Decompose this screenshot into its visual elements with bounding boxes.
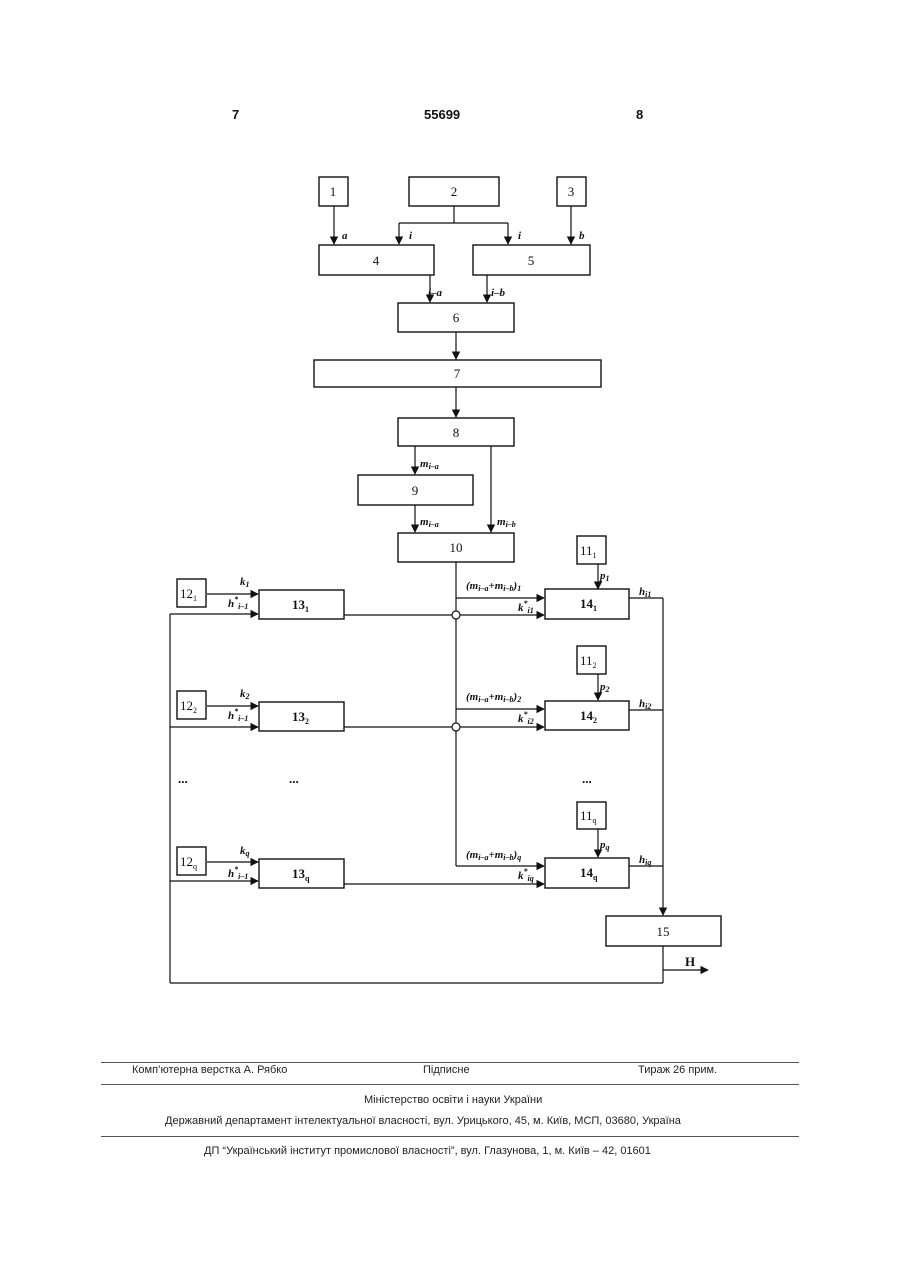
- block-6-label: 6: [453, 310, 460, 325]
- signal-p-2: p2: [599, 681, 610, 694]
- signal-h-out-2: hi2: [639, 698, 651, 711]
- junction-1: [452, 611, 460, 619]
- signal-i-minus-b: i–b: [491, 287, 506, 299]
- block-diagram: 1 2 3 4 5 6 7 8 9 10 15 111 112 11q 121 …: [0, 0, 901, 1010]
- signal-k-1: k1: [240, 576, 250, 589]
- signal-p-q: pq: [599, 839, 610, 852]
- block-5-label: 5: [528, 253, 535, 268]
- block-1-label: 1: [330, 184, 337, 199]
- signal-ks-1: k*i1: [518, 599, 534, 615]
- signal-h-out-1: hi1: [639, 586, 651, 599]
- footer-layout-credit: Комп’ютерна верстка А. Рябко: [132, 1064, 287, 1076]
- signal-output-h: H: [685, 954, 695, 969]
- signal-k-2: k2: [240, 688, 250, 701]
- signal-h-out-q: hiq: [639, 854, 651, 867]
- signal-i-minus-a: i–a: [428, 287, 443, 299]
- signal-k-q: kq: [240, 845, 250, 858]
- signal-h-in-1: h*i–1: [228, 595, 248, 611]
- footer-divider-1: [101, 1062, 799, 1063]
- signal-m-ia-2: mi–a: [420, 516, 439, 529]
- footer-department: Державний департамент інтелектуальної вл…: [165, 1115, 681, 1127]
- block-2-label: 2: [451, 184, 458, 199]
- signal-a: a: [342, 230, 348, 242]
- signal-ks-q: k*iq: [518, 867, 534, 883]
- signal-m-ia-1: mi–a: [420, 458, 439, 471]
- signal-h-in-q: h*i–1: [228, 865, 248, 881]
- signal-sum-q: (mi–a+mi–b)q: [466, 849, 521, 862]
- block-3-label: 3: [568, 184, 575, 199]
- ellipsis-right: ...: [582, 771, 592, 786]
- block-8-label: 8: [453, 425, 460, 440]
- signal-sum-2: (mi–a+mi–b)2: [466, 691, 521, 704]
- footer-institute: ДП “Український інститут промислової вла…: [204, 1145, 651, 1157]
- ellipsis-middle: ...: [289, 771, 299, 786]
- footer-ministry: Міністерство освіти і науки України: [364, 1094, 542, 1106]
- block-9-label: 9: [412, 483, 419, 498]
- footer-divider-3: [101, 1136, 799, 1137]
- signal-i-right: i: [518, 230, 522, 242]
- block-15-label: 15: [657, 924, 670, 939]
- signal-ks-2: k*i2: [518, 710, 534, 726]
- signal-m-ib: mi–b: [497, 516, 516, 529]
- footer-signed: Підписне: [423, 1064, 470, 1076]
- block-10-label: 10: [450, 540, 463, 555]
- signal-i-left: i: [409, 230, 413, 242]
- block-4-label: 4: [373, 253, 380, 268]
- signal-h-in-2: h*i–1: [228, 707, 248, 723]
- footer-divider-2: [101, 1084, 799, 1085]
- signal-b: b: [579, 230, 585, 242]
- signal-sum-1: (mi–a+mi–b)1: [466, 580, 521, 593]
- junction-2: [452, 723, 460, 731]
- block-7-label: 7: [454, 366, 461, 381]
- footer-circulation: Тираж 26 прим.: [638, 1064, 717, 1076]
- signal-p-1: p1: [599, 570, 610, 583]
- ellipsis-left: ...: [178, 771, 188, 786]
